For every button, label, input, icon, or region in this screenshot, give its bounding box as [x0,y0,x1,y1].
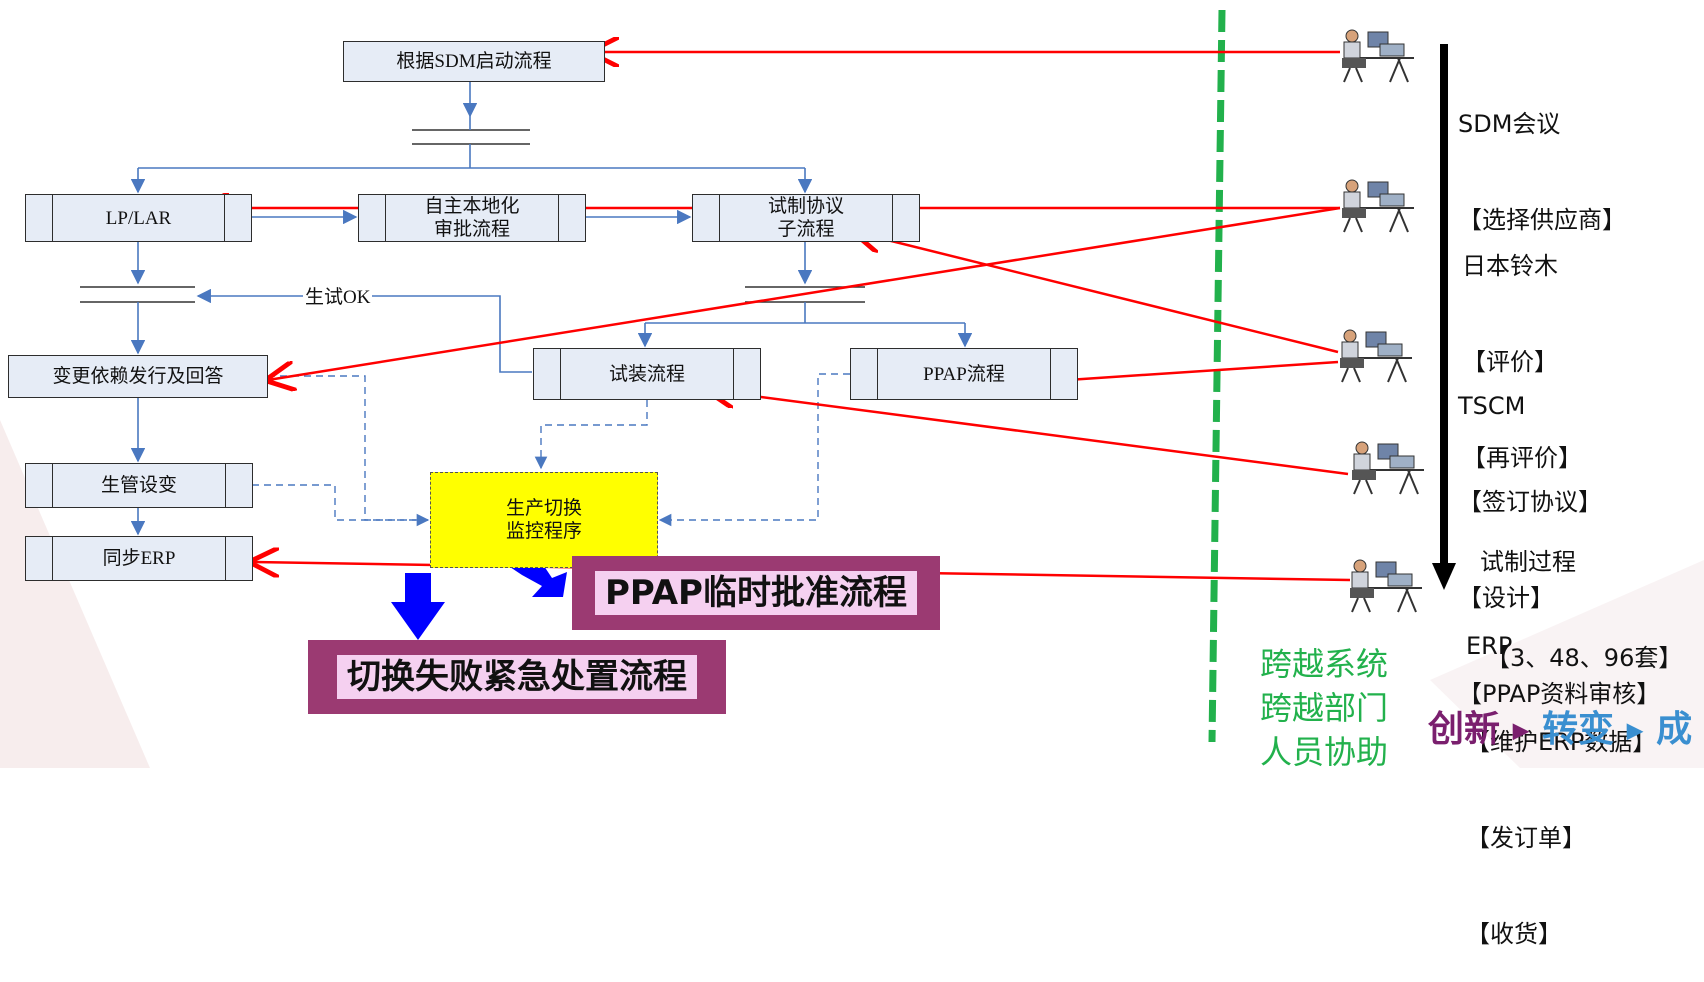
role-tscm-detail3: 【PPAP资料审核】 [1458,680,1661,708]
sync-erp-label: 同步ERP [102,548,176,569]
role-tscm: TSCM 【签订协议】 【设计】 【PPAP资料审核】 [1458,326,1660,742]
monitor-line2: 监控程序 [505,521,582,542]
monitor-box: 生产切换 监控程序 [430,472,658,568]
worker-icon [1342,179,1414,233]
trial-ok-label: 生试OK [303,282,373,309]
emergency-label: 切换失败紧急处置流程 [337,655,697,699]
self-approval-box: 自主本地化 审批流程 [358,194,586,242]
role-erp-detail2: 【发订单】 [1466,824,1586,852]
self-approval-line2: 审批流程 [433,219,510,240]
logo: 创新 ▶ 转变 ▶ 成 [1428,700,1692,752]
ppap-temp-banner: PPAP临时批准流程 [572,556,940,630]
logo-arrow-icon: ▶ [1512,718,1530,744]
prod-change-box: 生管设变 [25,463,253,508]
logo-part2: 转变 [1542,709,1615,750]
role-trial-title: 试制过程 [1480,548,1576,576]
sync-erp-box: 同步ERP [25,536,253,581]
role-erp-detail3: 【收货】 [1466,920,1562,948]
green-divider [1208,9,1226,743]
role-trial: 试制过程 【3、48、96套】 [1480,482,1682,706]
ppap-box: PPAP流程 [850,348,1078,400]
assembly-label: 试装流程 [608,363,685,385]
logo-arrow-icon: ▶ [1626,718,1644,744]
self-approval-line1: 自主本地化 [424,196,520,217]
role-suzuki-detail2: 【再评价】 [1462,444,1582,472]
logo-part1: 创新 [1428,709,1501,750]
background-triangle [1430,560,1704,768]
role-trial-detail: 【3、48、96套】 [1486,644,1683,672]
trial-agreement-box: 试制协议 子流程 [692,194,920,242]
worker-icon [1340,329,1412,383]
ppap-label: PPAP流程 [923,363,1005,385]
role-tscm-detail1: 【签订协议】 [1458,488,1602,516]
worker-icon [1352,441,1424,495]
lplar-box: LP/LAR [25,194,252,242]
cross-line3: 人员协助 [1260,733,1389,771]
change-answer-label: 变更依赖发行及回答 [52,366,224,387]
down-arrow-icon [391,573,445,640]
role-suzuki-detail1: 【评价】 [1462,348,1558,376]
cross-line1: 跨越系统 [1260,645,1389,683]
cross-text: 跨越系统 跨越部门 人员协助 [1260,642,1388,774]
role-sdm-title: SDM会议 [1458,110,1561,138]
cross-line2: 跨越部门 [1260,689,1389,727]
role-erp-title: ERP [1466,632,1513,660]
assembly-box: 试装流程 [533,348,761,400]
role-tscm-detail2: 【设计】 [1458,584,1554,612]
prod-change-label: 生管设变 [100,475,177,496]
role-erp: ERP 【维护ERP数据】 【发订单】 【收货】 [1466,566,1656,982]
trial-agreement-line1: 试制协议 [767,196,844,217]
emergency-banner: 切换失败紧急处置流程 [308,640,726,714]
role-tscm-title: TSCM [1458,392,1526,420]
change-answer-box: 变更依赖发行及回答 [8,355,268,398]
worker-icon [1350,559,1422,613]
role-erp-detail1: 【维护ERP数据】 [1466,728,1657,756]
lplar-label: LP/LAR [105,207,172,229]
ppap-temp-label: PPAP临时批准流程 [595,571,917,615]
trial-agreement-line2: 子流程 [777,219,835,240]
start-process-box: 根据SDM启动流程 [343,41,605,82]
role-sdm: SDM会议 【选择供应商】 [1458,44,1626,268]
role-sdm-detail: 【选择供应商】 [1458,206,1626,234]
monitor-line1: 生产切换 [505,498,582,519]
role-suzuki-title: 日本铃木 [1462,252,1558,280]
start-process-label: 根据SDM启动流程 [396,51,552,72]
logo-part3: 成 [1656,709,1693,750]
worker-icon [1342,29,1414,83]
role-suzuki: 日本铃木 【评价】 【再评价】 [1462,186,1582,506]
